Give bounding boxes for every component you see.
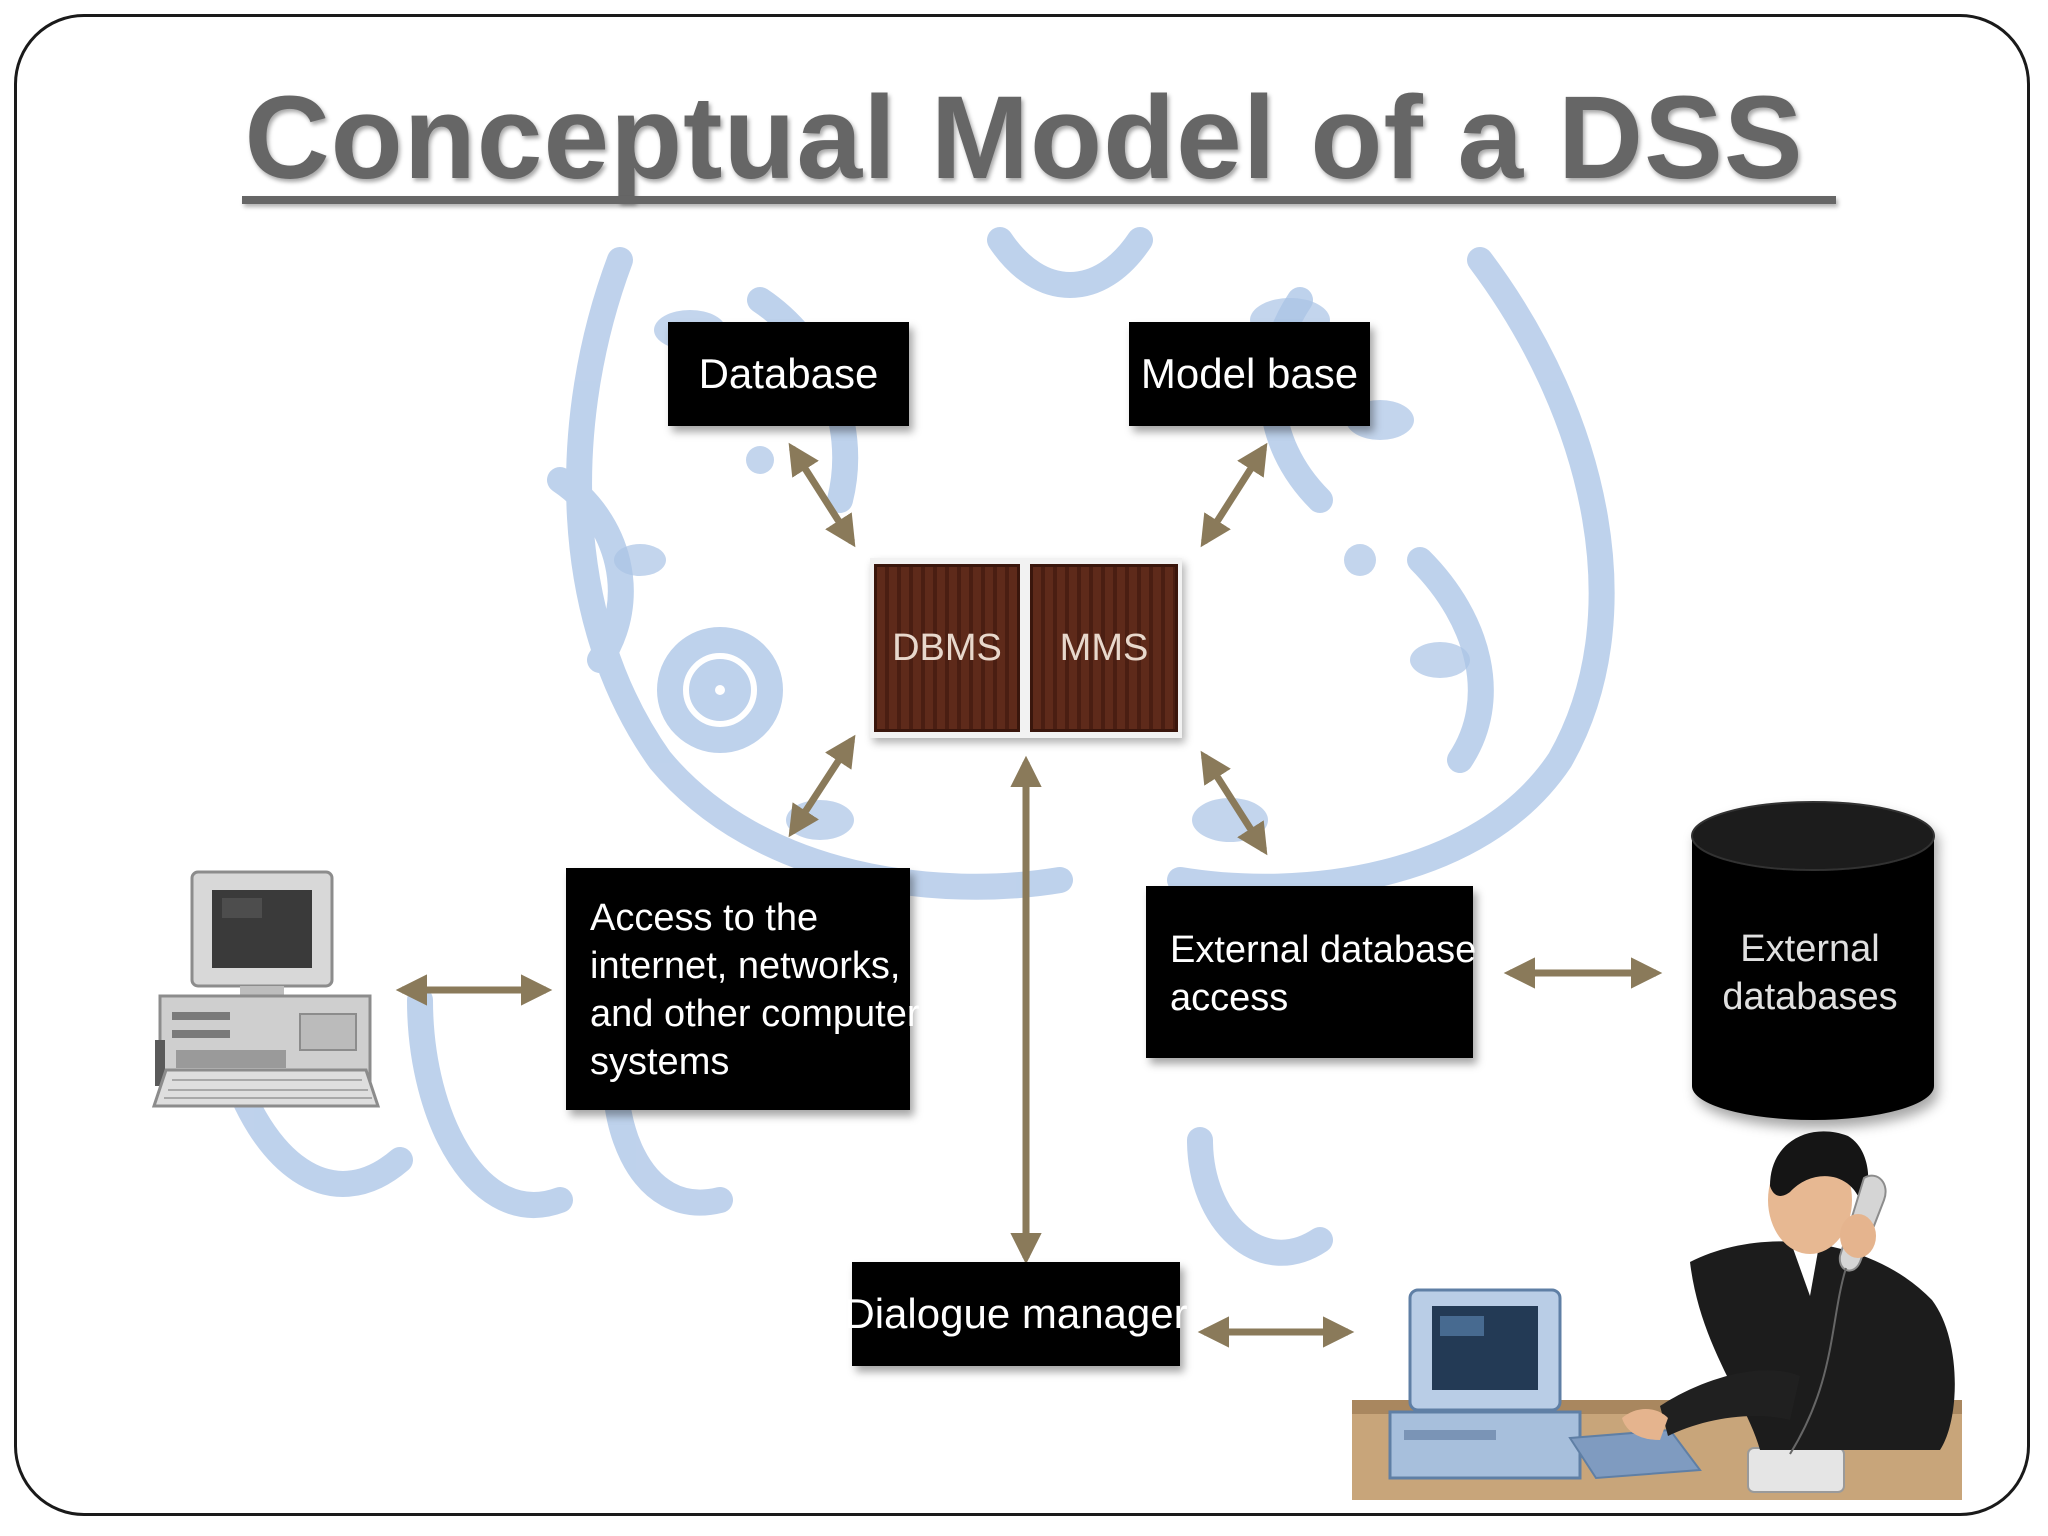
mms-label: MMS — [1059, 626, 1149, 669]
database-label: Database — [698, 350, 879, 397]
dbms-block: DBMS — [874, 564, 1020, 732]
external-access-line-1: External database — [1170, 929, 1477, 971]
external-database-access-box: External database access — [1146, 886, 1477, 1058]
arrow-database-dbms — [788, 442, 856, 548]
internet-access-line-2: internet, networks, — [590, 945, 901, 987]
mms-block: MMS — [1030, 564, 1178, 732]
title-underline — [242, 196, 1836, 204]
internet-access-line-3: and other computer — [590, 993, 920, 1035]
dbms-label: DBMS — [892, 626, 1002, 669]
arrow-modelbase-mms — [1200, 442, 1268, 548]
model-base-label: Model base — [1140, 350, 1359, 397]
external-databases-label: External databases — [1700, 925, 1920, 1021]
dialogue-manager-box: Dialogue manager — [844, 1262, 1188, 1366]
internet-access-line-4: systems — [590, 1041, 730, 1083]
internet-access-box: Access to the internet, networks, and ot… — [566, 868, 920, 1110]
model-base-box: Model base — [1129, 322, 1370, 426]
database-box: Database — [668, 322, 909, 426]
dialogue-manager-label: Dialogue manager — [844, 1290, 1188, 1337]
internet-access-line-1: Access to the — [590, 897, 819, 939]
arrow-mms-external-access — [1200, 750, 1268, 856]
external-databases-line-2: databases — [1722, 976, 1898, 1018]
page-title: Conceptual Model of a DSS — [244, 72, 1804, 204]
arrow-dbms-access — [788, 734, 856, 838]
external-databases-line-1: External — [1740, 928, 1880, 970]
external-access-line-2: access — [1170, 977, 1289, 1019]
